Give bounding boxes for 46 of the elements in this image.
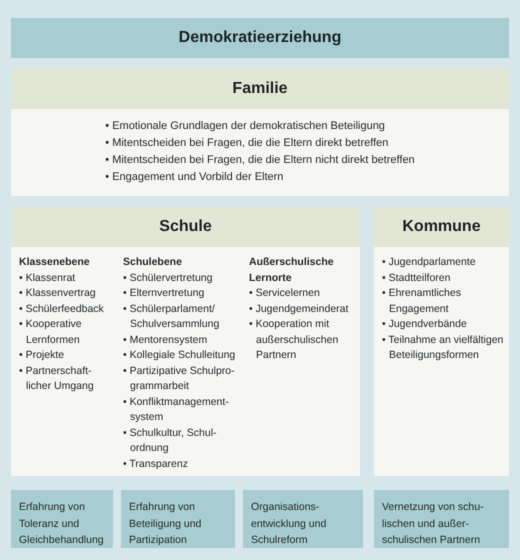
outcome-text: Organisations- entwicklung und Schulreform xyxy=(251,500,328,548)
list-item: • Jugendverbände xyxy=(382,317,468,332)
list-item: • Jugendparlamente xyxy=(382,255,477,270)
list-item: • Klassenvertrag xyxy=(19,286,97,301)
column-heading: Schulebene xyxy=(123,255,183,270)
section-panel xyxy=(11,69,509,196)
panel-title: Familie xyxy=(232,80,288,98)
list-item: • Engagement und Vorbild der Eltern xyxy=(105,170,284,185)
list-item: • Kollegiale Schulleitung xyxy=(123,348,236,363)
outcome-text: Erfahrung von Toleranz und Gleichbehandlung xyxy=(19,500,105,548)
list-item: • Ehrenamtliches Engagement xyxy=(382,286,462,316)
list-item: • Elternvertretung xyxy=(123,286,206,301)
outcome-text: Vernetzung von schu- lischen und außer- schulischen Partnern xyxy=(382,500,485,548)
list-item: • Kooperative Lernformen xyxy=(19,317,83,348)
list-item: • Stadtteilforen xyxy=(382,270,452,286)
list-item: • Klassenrat xyxy=(19,270,76,286)
outcome-box xyxy=(11,490,113,548)
column-heading: Klassenebene xyxy=(19,255,91,270)
list-item: • Transparenz xyxy=(123,456,189,472)
list-item: • Schülerfeedback xyxy=(19,302,105,316)
list-item: • Partnerschaft- licher Umgang xyxy=(19,364,95,394)
list-item: • Emotionale Grundlagen der demokratischen Beteiligung xyxy=(105,119,386,134)
list-item: • Teilnahme an vielfältigen Beteiligungsformen xyxy=(382,332,504,363)
list-item: • Schulkultur, Schul- ordnung xyxy=(123,426,218,456)
panel-title: Kommune xyxy=(402,218,481,236)
heading-banner xyxy=(11,18,509,58)
list-item: • Kooperation mit außerschulischen Partnern xyxy=(249,317,340,363)
list-item: • Mitentscheiden bei Fragen, die die Eltern direkt betreffen xyxy=(105,136,390,151)
column-heading: Außerschulische Lernorte xyxy=(249,255,335,286)
panel-title: Schule xyxy=(159,218,212,236)
list-item: • Mitentscheiden bei Fragen, die die Eltern nicht direkt betreffen xyxy=(105,153,415,168)
list-item: • Konfliktmanagement- system xyxy=(123,394,230,425)
outcome-box xyxy=(374,490,509,548)
outcome-text: Erfahrung von Beteiligung und Partizipation xyxy=(129,500,202,548)
list-item: • Projekte xyxy=(19,348,66,363)
list-item: • Servicelernen xyxy=(249,286,321,301)
section-panel xyxy=(11,207,360,476)
list-item: • Jugendgemeinderat xyxy=(249,302,350,316)
list-item: • Mentorensystem xyxy=(123,332,208,348)
list-item: • Schülerparlament/ Schulversammlung xyxy=(123,302,220,332)
section-panel xyxy=(374,207,509,476)
outcome-box xyxy=(243,490,363,548)
banner-title: Demokratieerziehung xyxy=(178,29,342,47)
outcome-box xyxy=(121,490,235,548)
list-item: • Partizipative Schulpro- grammarbeit xyxy=(123,364,236,394)
list-item: • Schülervertretung xyxy=(123,270,214,286)
